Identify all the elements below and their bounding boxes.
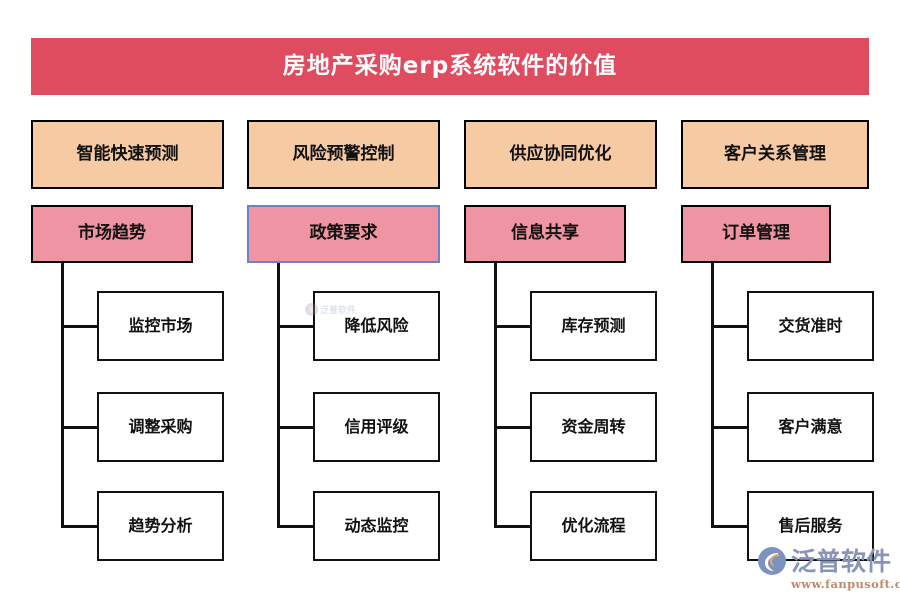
- level2-box-col1[interactable]: 市场趋势: [31, 205, 193, 263]
- logo-url: www.fanpusoft.com: [791, 577, 900, 591]
- leaf-box-col2-1[interactable]: 降低风险: [313, 291, 440, 361]
- connector-branch-col2-leaf3: [277, 525, 315, 528]
- leaf-box-col3-3[interactable]: 优化流程: [530, 491, 657, 561]
- level2-box-col4[interactable]: 订单管理: [681, 205, 831, 263]
- level1-box-col1[interactable]: 智能快速预测: [31, 120, 224, 189]
- connector-branch-col1-leaf1: [61, 325, 99, 328]
- connector-branch-col2-leaf1: [277, 325, 315, 328]
- connector-branch-col2-leaf2: [277, 426, 315, 429]
- page-title: 房地产采购erp系统软件的价值: [282, 53, 618, 79]
- connector-branch-col1-leaf3: [61, 525, 99, 528]
- connector-trunk-col2: [277, 263, 280, 527]
- level1-box-col2[interactable]: 风险预警控制: [247, 120, 440, 189]
- connector-branch-col3-leaf3: [494, 525, 532, 528]
- connector-branch-col4-leaf3: [711, 525, 749, 528]
- connector-trunk-col4: [711, 263, 714, 527]
- leaf-box-col3-2[interactable]: 资金周转: [530, 392, 657, 462]
- leaf-box-col1-3[interactable]: 趋势分析: [97, 491, 224, 561]
- title-banner: 房地产采购erp系统软件的价值: [31, 38, 869, 95]
- leaf-box-col2-3[interactable]: 动态监控: [313, 491, 440, 561]
- connector-branch-col4-leaf2: [711, 426, 749, 429]
- leaf-box-col4-2[interactable]: 客户满意: [747, 392, 874, 462]
- connector-trunk-col1: [61, 263, 64, 527]
- level1-box-col4[interactable]: 客户关系管理: [681, 120, 869, 189]
- level2-box-col2[interactable]: 政策要求: [247, 205, 440, 263]
- level1-box-col3[interactable]: 供应协同优化: [464, 120, 657, 189]
- connector-branch-col3-leaf1: [494, 325, 532, 328]
- connector-branch-col1-leaf2: [61, 426, 99, 429]
- level2-box-col3[interactable]: 信息共享: [464, 205, 626, 263]
- connector-branch-col4-leaf1: [711, 325, 749, 328]
- leaf-box-col2-2[interactable]: 信用评级: [313, 392, 440, 462]
- leaf-box-col1-1[interactable]: 监控市场: [97, 291, 224, 361]
- leaf-box-col4-1[interactable]: 交货准时: [747, 291, 874, 361]
- connector-trunk-col3: [494, 263, 497, 527]
- leaf-box-col1-2[interactable]: 调整采购: [97, 392, 224, 462]
- leaf-box-col3-1[interactable]: 库存预测: [530, 291, 657, 361]
- leaf-box-col4-3[interactable]: 售后服务: [747, 491, 874, 561]
- connector-branch-col3-leaf2: [494, 426, 532, 429]
